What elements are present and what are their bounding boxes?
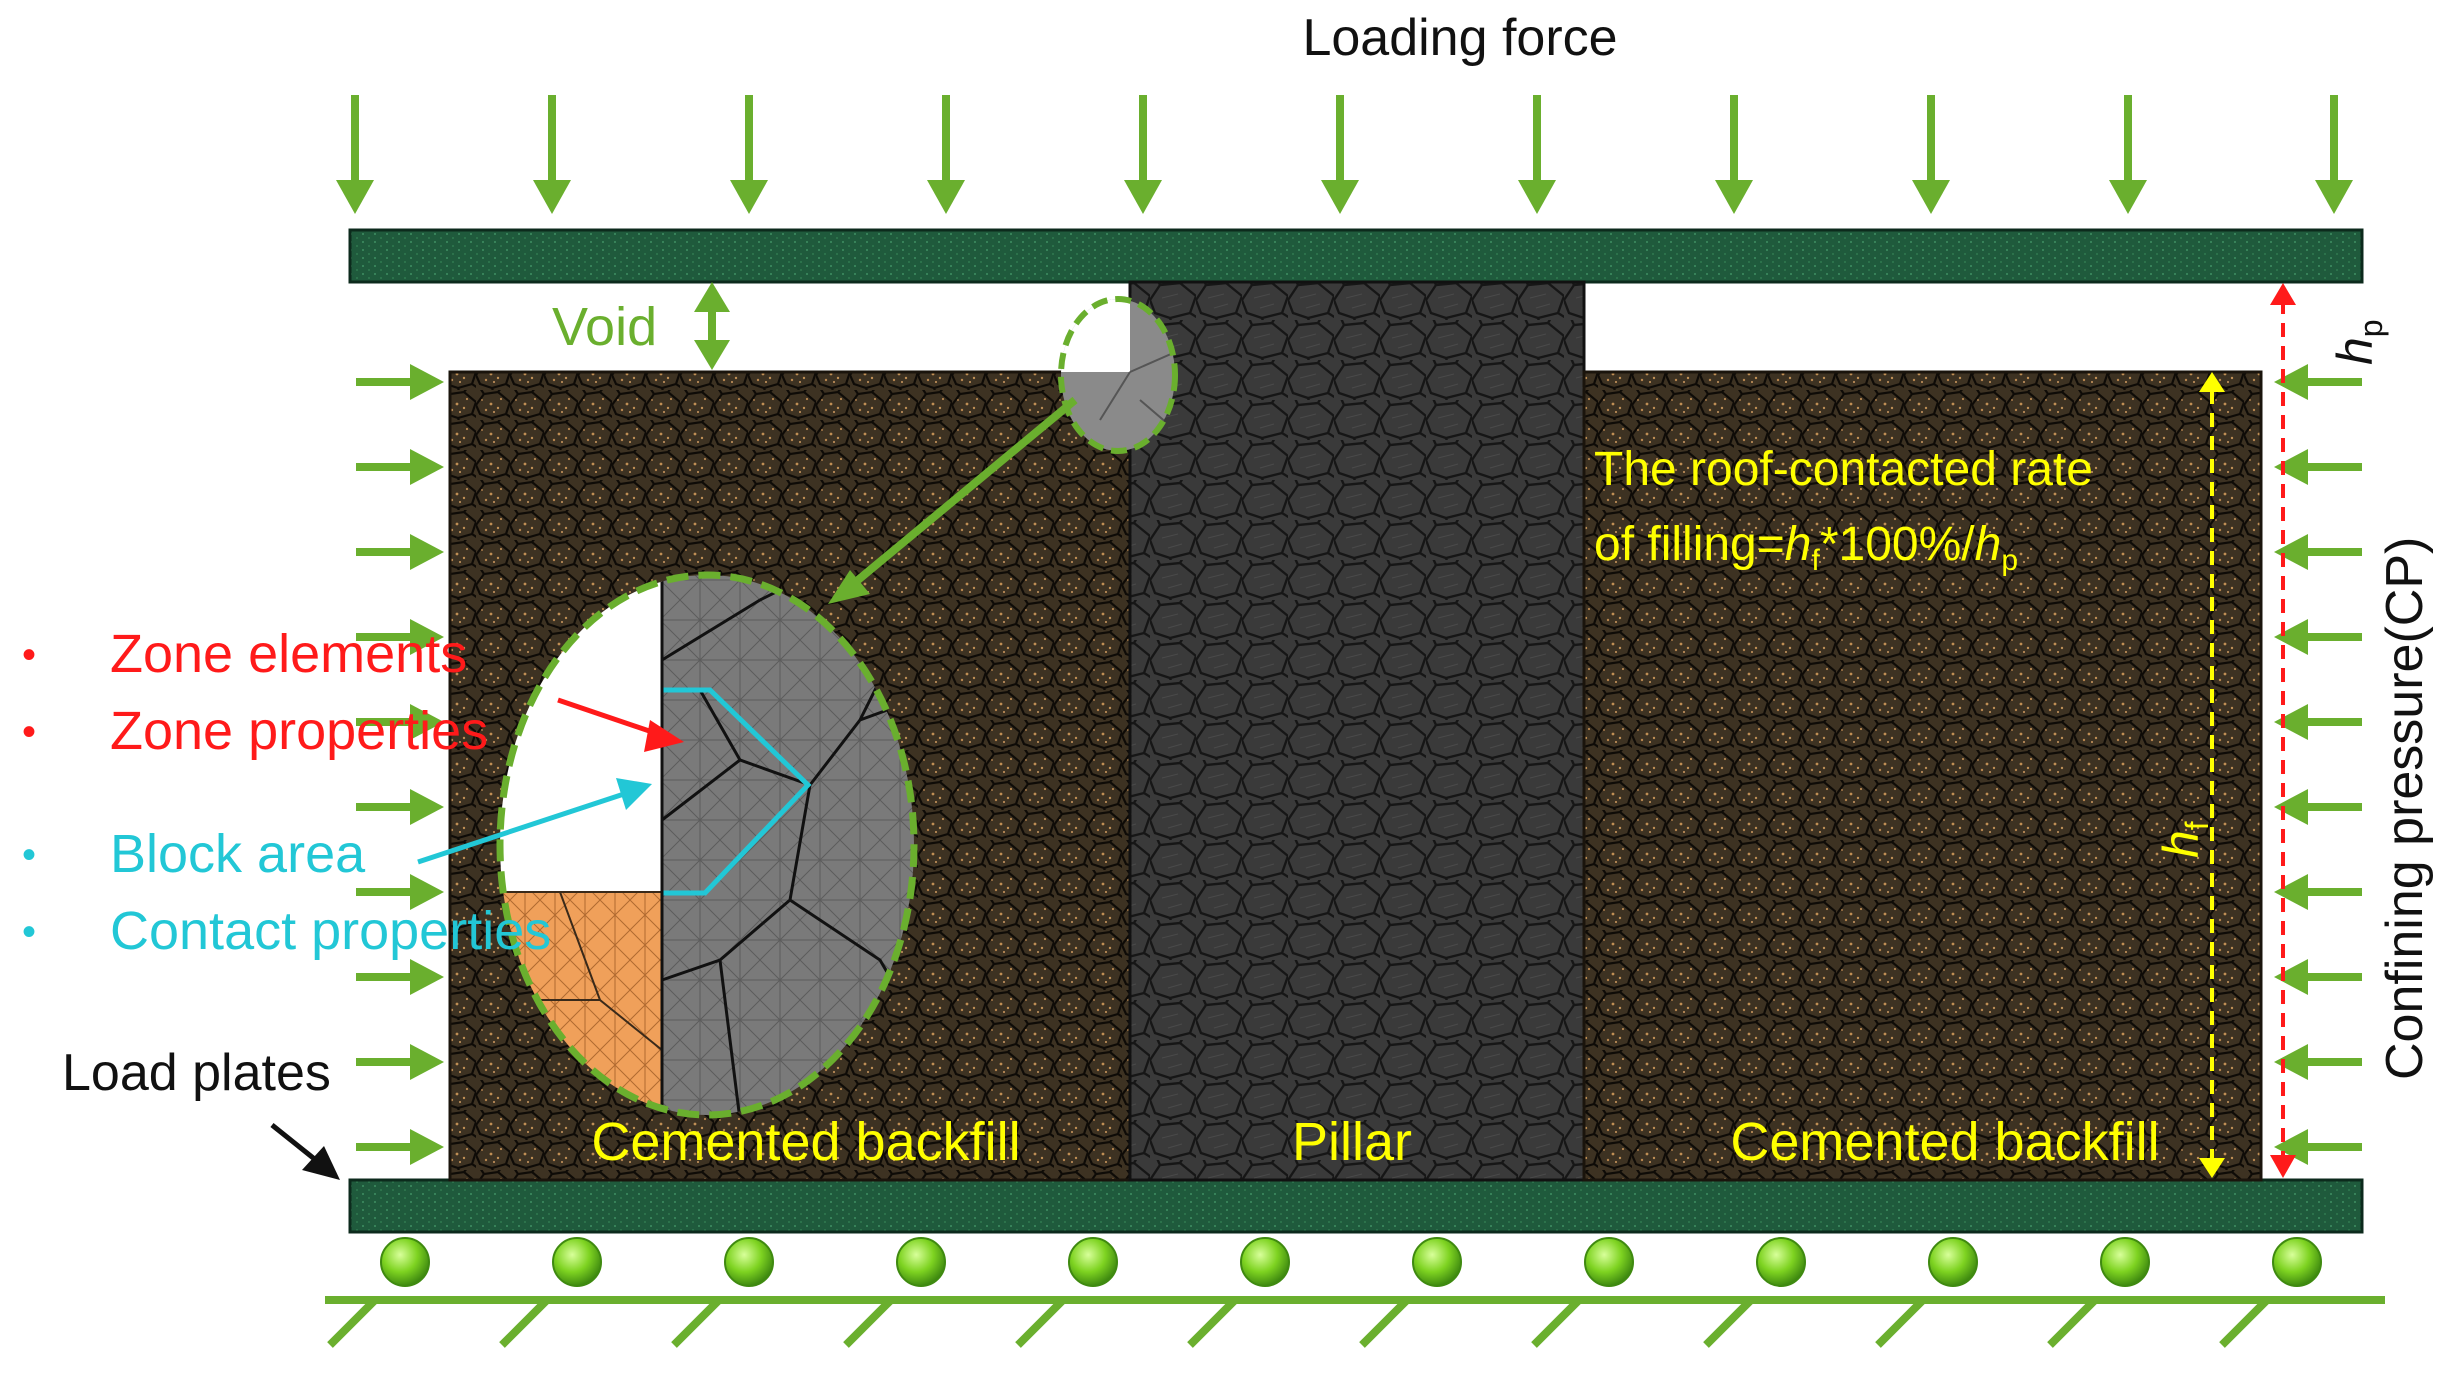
pillar-block [1128, 280, 1586, 1182]
detail-zoom-ellipse [496, 571, 918, 1119]
left-backfill-label: Cemented backfill [591, 1112, 1020, 1172]
left-arrow [2274, 1044, 2362, 1080]
bottom-load-plate [348, 1178, 2364, 1234]
hf-subscript: f [2179, 821, 2215, 830]
right-backfill-block [1582, 370, 2263, 1182]
right-arrow [356, 704, 444, 740]
down-arrow [533, 95, 571, 214]
right-arrow [356, 364, 444, 400]
hp-dimension [2270, 283, 2296, 1178]
roller [380, 1237, 430, 1287]
down-arrow [1518, 95, 1556, 214]
bullet-zone-properties: • [22, 710, 36, 754]
roller [552, 1237, 602, 1287]
loading-force-arrows [336, 95, 2353, 214]
roof-contacted-rate-line2: of filling=hf*100%/hp [1594, 518, 2018, 577]
support-rollers [380, 1237, 2322, 1287]
right-arrow [356, 789, 444, 825]
roller [724, 1237, 774, 1287]
roller [2272, 1237, 2322, 1287]
zone-elements-label: Zone elements [110, 624, 467, 684]
load-plates-label: Load plates [62, 1044, 331, 1102]
roller [2100, 1237, 2150, 1287]
rate-mid: *100%/ [1820, 518, 1975, 571]
bullet-zone-elements: • [22, 633, 36, 677]
left-arrow [2274, 959, 2362, 995]
bullet-contact-properties: • [22, 910, 36, 954]
down-arrow [2315, 95, 2353, 214]
roller [1412, 1237, 1462, 1287]
roller [1584, 1237, 1634, 1287]
rate-line2-prefix: of filling= [1594, 518, 1785, 571]
down-arrow [2109, 95, 2147, 214]
roller [1928, 1237, 1978, 1287]
left-arrow [2274, 874, 2362, 910]
hf-label: hf [2153, 821, 2215, 858]
hf-dimension [2199, 372, 2225, 1178]
left-confining-arrows [356, 364, 444, 1165]
right-arrow [356, 959, 444, 995]
detail-callout-small [1058, 296, 1178, 454]
left-arrow [2274, 1129, 2362, 1165]
roller [896, 1237, 946, 1287]
block-area-label: Block area [110, 824, 366, 884]
void-double-arrow [694, 282, 730, 370]
down-arrow [1124, 95, 1162, 214]
right-arrow [356, 1129, 444, 1165]
right-arrow [356, 534, 444, 570]
block-area-arrow [417, 778, 652, 865]
rate-hf-subscript: f [1811, 544, 1820, 577]
top-load-plate [348, 228, 2364, 284]
left-arrow [2274, 789, 2362, 825]
hf-symbol: h [2153, 830, 2209, 858]
loading-force-label: Loading force [1302, 9, 1617, 67]
left-arrow [2274, 364, 2362, 400]
down-arrow [1912, 95, 1950, 214]
right-arrow [356, 874, 444, 910]
down-arrow [1321, 95, 1359, 214]
contact-properties-label: Contact properties [110, 901, 551, 961]
roller [1756, 1237, 1806, 1287]
rate-hp-subscript: p [2001, 544, 2018, 577]
down-arrow [1715, 95, 1753, 214]
hp-label: hp [2327, 319, 2389, 365]
zoom-leader-arrow [828, 396, 1078, 604]
confining-pressure-label: Confining pressure(CP) [2376, 537, 2434, 1080]
roller [1240, 1237, 1290, 1287]
right-confining-arrows [2274, 364, 2362, 1165]
right-arrow [356, 1044, 444, 1080]
hp-subscript: p [2353, 319, 2389, 337]
zone-properties-arrow [557, 697, 684, 752]
bullet-block-area: • [22, 833, 36, 877]
fixed-ground [325, 1296, 2385, 1348]
hp-symbol: h [2327, 337, 2383, 365]
left-arrow [2274, 619, 2362, 655]
right-arrow [356, 449, 444, 485]
down-arrow [336, 95, 374, 214]
right-backfill-label: Cemented backfill [1730, 1112, 2159, 1172]
down-arrow [927, 95, 965, 214]
left-arrow [2274, 704, 2362, 740]
roller [1068, 1237, 1118, 1287]
left-arrow [2274, 449, 2362, 485]
block-area-outline [662, 687, 812, 896]
rate-hf-symbol: h [1785, 518, 1812, 571]
pillar-label: Pillar [1292, 1112, 1412, 1172]
load-plates-arrow [270, 1123, 340, 1180]
down-arrow [730, 95, 768, 214]
void-label: Void [552, 297, 657, 357]
left-arrow [2274, 534, 2362, 570]
roof-contacted-rate-line1: The roof-contacted rate [1594, 443, 2093, 496]
rate-hp-symbol: h [1975, 518, 2002, 571]
right-arrow [356, 619, 444, 655]
zone-properties-label: Zone properties [110, 701, 488, 761]
